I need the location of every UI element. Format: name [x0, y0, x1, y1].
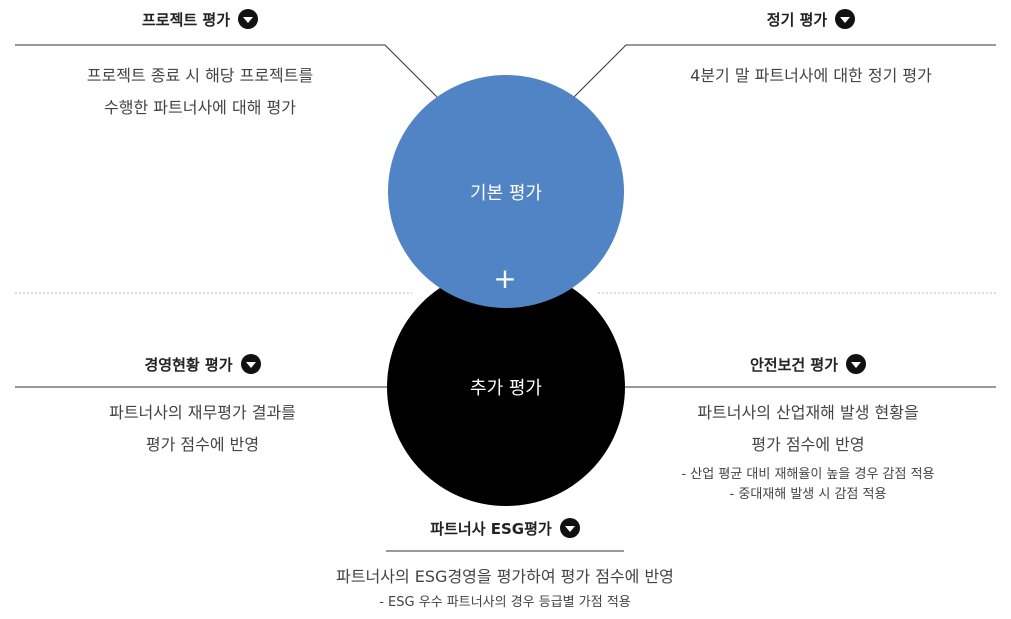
regular-eval-section: 정기 평가 4분기 말 파트너사에 대한 정기 평가 [626, 6, 996, 92]
chevron-down-icon[interactable] [835, 9, 856, 29]
management-eval-desc-line: 평가 점수에 반영 [145, 435, 260, 454]
esg-eval-section: 파트너사 ESG평가 파트너사의 ESG경영을 평가하여 평가 점수에 반영 -… [255, 515, 755, 613]
regular-eval-line [571, 44, 996, 100]
management-eval-title: 경영현황 평가 [144, 355, 233, 374]
management-eval-desc: 파트너사의 재무평가 결과를 평가 점수에 반영 [15, 397, 390, 461]
safety-eval-note: - 중대재해 발생 시 감점 적용 [729, 487, 887, 502]
safety-eval-title: 안전보건 평가 [749, 355, 839, 374]
project-eval-desc-line: 프로젝트 종료 시 해당 프로젝트를 [86, 66, 314, 85]
project-eval-desc: 프로젝트 종료 시 해당 프로젝트를 수행한 파트너사에 대해 평가 [15, 60, 385, 124]
project-eval-line [15, 44, 438, 98]
safety-eval-desc-line: 파트너사의 산업재해 발생 현황을 [697, 403, 919, 422]
safety-eval-desc: 파트너사의 산업재해 발생 현황을 평가 점수에 반영 [620, 397, 996, 461]
project-eval-title: 프로젝트 평가 [141, 10, 231, 29]
safety-eval-desc-line: 평가 점수에 반영 [751, 435, 865, 454]
basic-eval-label: 기본 평가 [470, 182, 542, 204]
safety-eval-header[interactable]: 안전보건 평가 [620, 351, 996, 377]
regular-eval-desc-line: 4분기 말 파트너사에 대한 정기 평가 [690, 66, 932, 85]
chevron-down-icon[interactable] [846, 354, 867, 374]
management-eval-header[interactable]: 경영현황 평가 [15, 351, 390, 377]
regular-eval-desc: 4분기 말 파트너사에 대한 정기 평가 [626, 60, 996, 92]
esg-eval-note: - ESG 우수 파트너사의 경우 등급별 가점 적용 [379, 595, 631, 610]
safety-eval-section: 안전보건 평가 파트너사의 산업재해 발생 현황을 평가 점수에 반영 - 산업… [620, 351, 996, 505]
safety-eval-note: - 산업 평균 대비 재해율이 높을 경우 감점 적용 [681, 467, 935, 482]
regular-eval-title: 정기 평가 [766, 10, 828, 29]
chevron-down-icon[interactable] [238, 9, 259, 29]
project-eval-desc-line: 수행한 파트너사에 대해 평가 [104, 98, 296, 117]
basic-eval-circle: 기본 평가 [388, 75, 624, 308]
additional-eval-label: 추가 평가 [470, 378, 542, 399]
esg-eval-notes: - ESG 우수 파트너사의 경우 등급별 가점 적용 [255, 593, 755, 613]
esg-eval-desc-line: 파트너사의 ESG경영을 평가하여 평가 점수에 반영 [336, 567, 674, 586]
management-eval-section: 경영현황 평가 파트너사의 재무평가 결과를 평가 점수에 반영 [15, 351, 390, 461]
esg-eval-header[interactable]: 파트너사 ESG평가 [255, 515, 755, 541]
chevron-down-icon[interactable] [559, 518, 580, 538]
chevron-down-icon[interactable] [240, 354, 261, 374]
esg-eval-desc: 파트너사의 ESG경영을 평가하여 평가 점수에 반영 [255, 561, 755, 593]
plus-icon: + [493, 262, 517, 295]
safety-eval-notes: - 산업 평균 대비 재해율이 높을 경우 감점 적용 - 중대재해 발생 시 … [620, 465, 996, 505]
regular-eval-header[interactable]: 정기 평가 [626, 6, 996, 32]
management-eval-desc-line: 파트너사의 재무평가 결과를 [109, 403, 296, 422]
project-eval-header[interactable]: 프로젝트 평가 [15, 6, 385, 32]
esg-eval-title: 파트너사 ESG평가 [430, 519, 552, 538]
project-eval-section: 프로젝트 평가 프로젝트 종료 시 해당 프로젝트를 수행한 파트너사에 대해 … [15, 6, 385, 124]
